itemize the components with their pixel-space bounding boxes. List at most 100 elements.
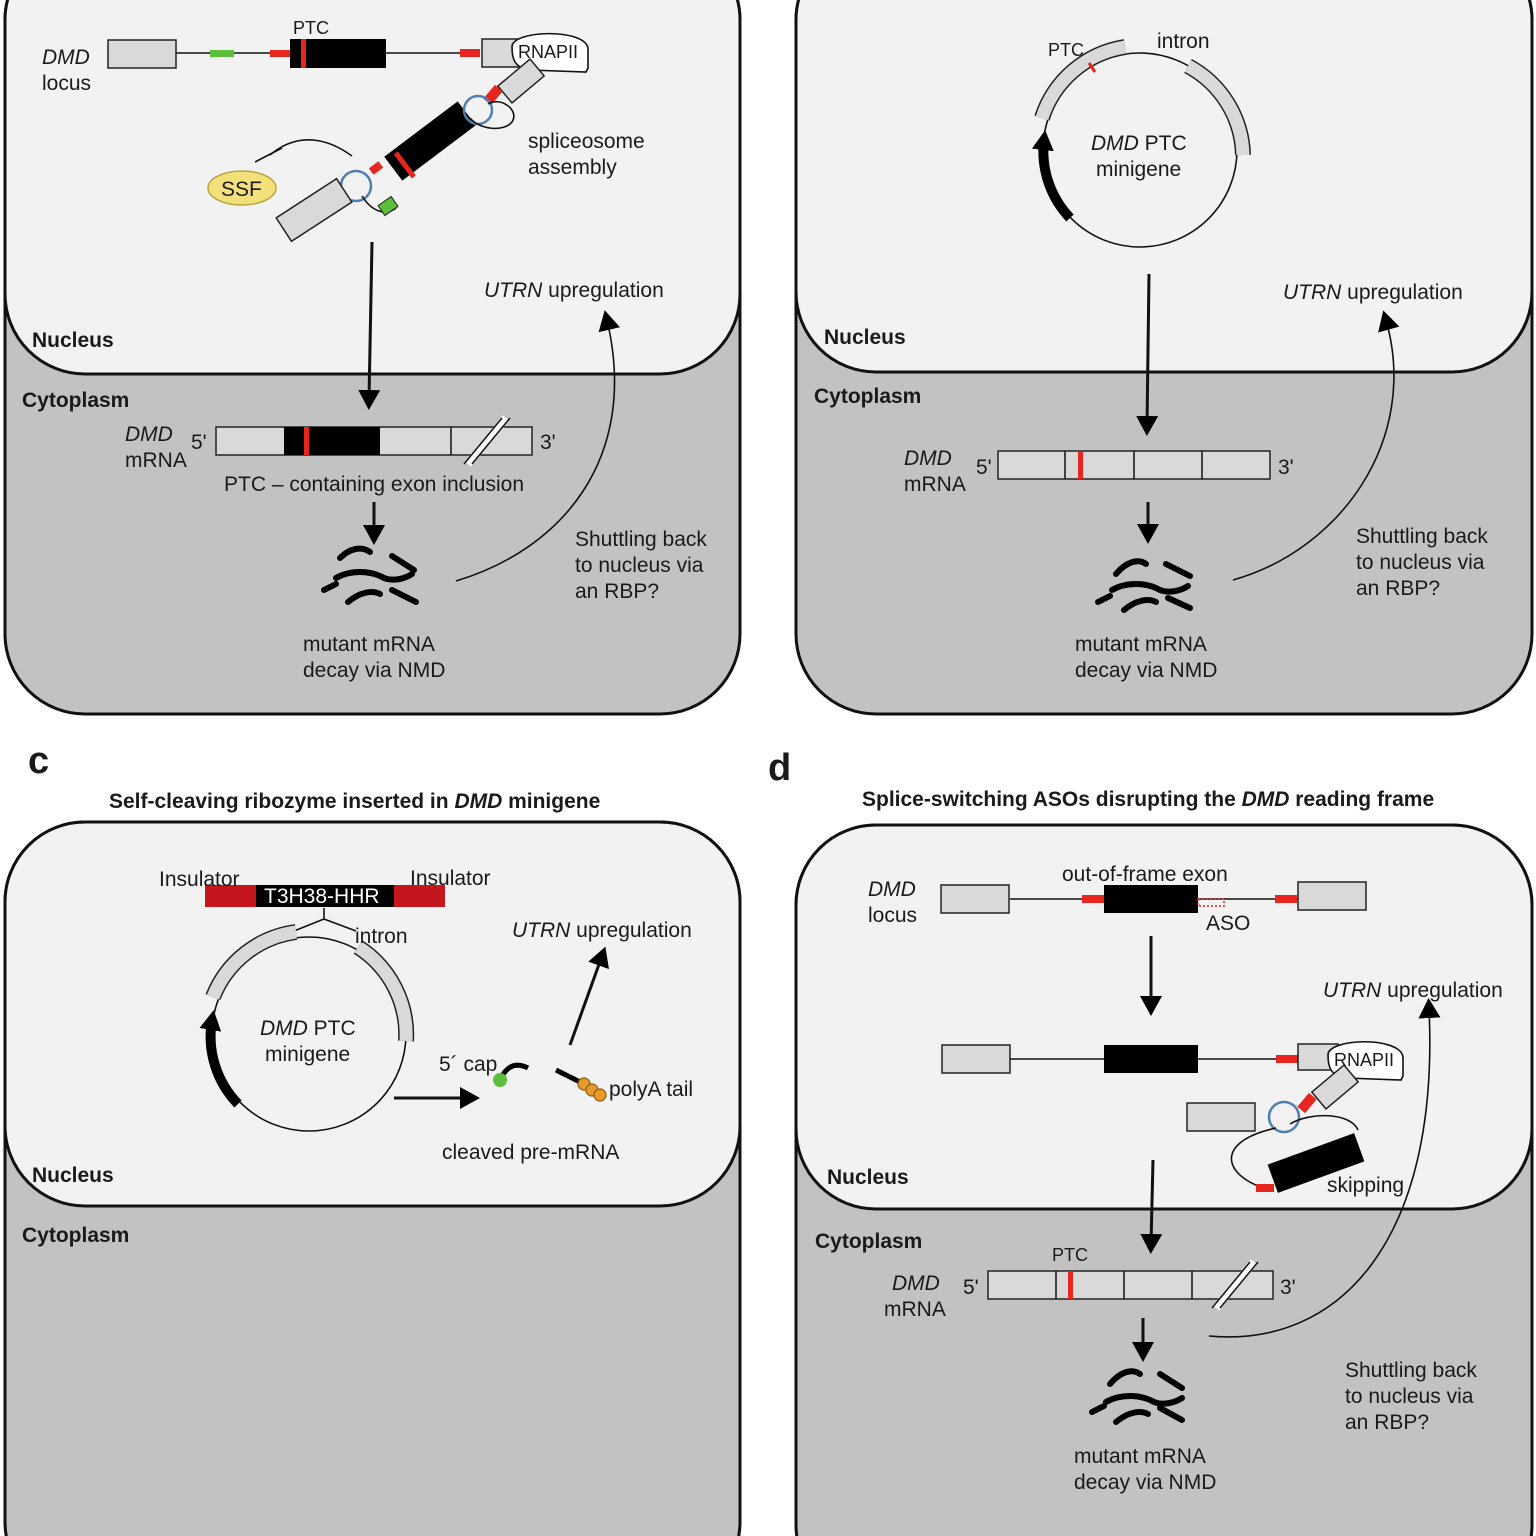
panel-b: PTC intron DMD PTC minigene UTRN upregul… <box>794 0 1534 716</box>
decay-label: mutant mRNA decay via NMD <box>1074 1445 1216 1494</box>
panel-c: c Self-cleaving ribozyme inserted in DMD… <box>3 740 742 1536</box>
utrn-upregulation-label: UTRN upregulation <box>484 279 664 302</box>
rnapii-complex: RNAPII <box>496 32 589 104</box>
cytoplasm-label: Cytoplasm <box>22 389 129 412</box>
export-arrow <box>358 241 381 410</box>
nucleus-label: Nucleus <box>824 326 906 349</box>
svg-text:Shuttling back: Shuttling back <box>1356 525 1488 548</box>
degraded-mrna-fragments <box>321 545 419 605</box>
skipping-label: skipping <box>1327 1174 1404 1197</box>
dmd-locus-gene <box>940 881 1367 914</box>
panel-letter-c: c <box>28 740 49 782</box>
spliceosome-assembly-diagram <box>254 84 515 243</box>
svg-text:UTRN upregulation: UTRN upregulation <box>1323 979 1503 1002</box>
degraded-mrna-fragments <box>1095 558 1193 613</box>
dmd-locus-label: DMD locus <box>868 878 917 927</box>
svg-text:minigene: minigene <box>1096 158 1181 181</box>
nucleus-label: Nucleus <box>827 1166 909 1189</box>
nucleus-area <box>3 820 742 1208</box>
degraded-mrna-fragments <box>1089 1368 1185 1425</box>
utrn-upregulation-label: UTRN upregulation <box>1323 979 1503 1002</box>
svg-text:mRNA: mRNA <box>125 449 187 472</box>
svg-text:decay via NMD: decay via NMD <box>1074 1471 1216 1494</box>
svg-text:locus: locus <box>42 72 91 95</box>
svg-text:an RBP?: an RBP? <box>1356 577 1440 600</box>
shuttle-arrow <box>455 310 620 582</box>
ribozyme-cassette: T3H38-HHR <box>205 885 445 932</box>
inclusion-label: PTC – containing exon inclusion <box>224 473 524 496</box>
svg-text:mutant mRNA: mutant mRNA <box>1075 633 1207 656</box>
insulator-right-label: Insulator <box>410 867 491 890</box>
svg-text:RNAPII: RNAPII <box>1334 1050 1394 1070</box>
svg-text:Shuttling back: Shuttling back <box>1345 1359 1477 1382</box>
dmd-mrna-label: DMD mRNA 5' 3' <box>904 447 1294 496</box>
svg-text:assembly: assembly <box>528 156 617 179</box>
svg-text:5': 5' <box>976 456 992 479</box>
svg-text:to nucleus via: to nucleus via <box>1345 1385 1474 1408</box>
svg-text:UTRN upregulation: UTRN upregulation <box>512 919 692 942</box>
intron-label: intron <box>355 925 408 948</box>
svg-text:decay via NMD: decay via NMD <box>1075 659 1217 682</box>
aso-bound-gene <box>941 1043 1339 1074</box>
svg-text:locus: locus <box>868 904 917 927</box>
minigene-label: DMD PTC minigene <box>260 1017 356 1066</box>
shuttling-label: Shuttling back to nucleus via an RBP? <box>1356 525 1488 600</box>
panel-a: DMD locus PTC RNAPII <box>3 0 742 716</box>
dmd-mrna-transcript <box>987 1259 1274 1311</box>
decay-label: mutant mRNA decay via NMD <box>303 633 445 682</box>
svg-text:3': 3' <box>540 431 556 454</box>
panel-d-title: Splice-switching ASOs disrupting the DMD… <box>862 788 1434 811</box>
nucleus-area <box>3 0 742 376</box>
cytoplasm-label: Cytoplasm <box>814 385 921 408</box>
cytoplasm-label: Cytoplasm <box>22 1224 129 1247</box>
utrn-arrow <box>568 946 609 1046</box>
svg-text:3': 3' <box>1280 1276 1296 1299</box>
svg-text:UTRN upregulation: UTRN upregulation <box>1283 281 1463 304</box>
svg-text:mutant mRNA: mutant mRNA <box>1074 1445 1206 1468</box>
minigene-label: DMD PTC minigene <box>1091 132 1187 181</box>
ptc-label: PTC <box>1048 40 1084 60</box>
svg-text:to nucleus via: to nucleus via <box>1356 551 1485 574</box>
dmd-locus-gene <box>107 38 523 69</box>
shuttle-arrow <box>1208 998 1441 1338</box>
svg-text:T3H38-HHR: T3H38-HHR <box>264 885 380 908</box>
svg-text:mRNA: mRNA <box>904 473 966 496</box>
exon-skipping-diagram <box>1186 1100 1365 1193</box>
svg-text:5': 5' <box>191 431 207 454</box>
svg-text:an RBP?: an RBP? <box>575 580 659 603</box>
svg-text:decay via NMD: decay via NMD <box>303 659 445 682</box>
rnapii-complex: RNAPII <box>1297 1041 1404 1114</box>
panel-d: d Splice-switching ASOs disrupting the D… <box>768 747 1534 1536</box>
export-arrow <box>1136 273 1159 436</box>
nucleus-label: Nucleus <box>32 1164 114 1187</box>
svg-text:mRNA: mRNA <box>884 1298 946 1321</box>
svg-text:DMD: DMD <box>868 878 916 901</box>
insulator-left-label: Insulator <box>159 868 240 891</box>
dmd-mrna-transcript <box>997 450 1271 480</box>
svg-text:Shuttling back: Shuttling back <box>575 528 707 551</box>
spliceosome-assembly-label: spliceosome assembly <box>528 130 645 179</box>
shuttling-label: Shuttling back to nucleus via an RBP? <box>1345 1359 1477 1434</box>
cleaved-label: cleaved pre-mRNA <box>442 1141 619 1164</box>
shuttle-arrow <box>1232 310 1400 581</box>
nucleus-label: Nucleus <box>32 329 114 352</box>
ptc-label: PTC <box>1052 1245 1088 1265</box>
intron-label: intron <box>1157 30 1210 53</box>
svg-text:DMD: DMD <box>904 447 952 470</box>
decay-label: mutant mRNA decay via NMD <box>1075 633 1217 682</box>
svg-text:DMD: DMD <box>125 423 173 446</box>
nucleus-area <box>794 823 1534 1211</box>
svg-text:UTRN upregulation: UTRN upregulation <box>484 279 664 302</box>
panel-c-title: Self-cleaving ribozyme inserted in DMD m… <box>109 790 600 813</box>
svg-text:3': 3' <box>1278 456 1294 479</box>
svg-text:mutant mRNA: mutant mRNA <box>303 633 435 656</box>
dmd-mrna-transcript <box>215 415 533 467</box>
svg-text:to nucleus via: to nucleus via <box>575 554 704 577</box>
svg-text:DMD PTC: DMD PTC <box>1091 132 1187 155</box>
svg-text:DMD PTC: DMD PTC <box>260 1017 356 1040</box>
dmd-locus-label: DMD locus <box>42 46 91 95</box>
export-arrow <box>1140 1159 1163 1254</box>
aso-label: ASO <box>1206 912 1250 935</box>
utrn-upregulation-label: UTRN upregulation <box>512 919 692 942</box>
